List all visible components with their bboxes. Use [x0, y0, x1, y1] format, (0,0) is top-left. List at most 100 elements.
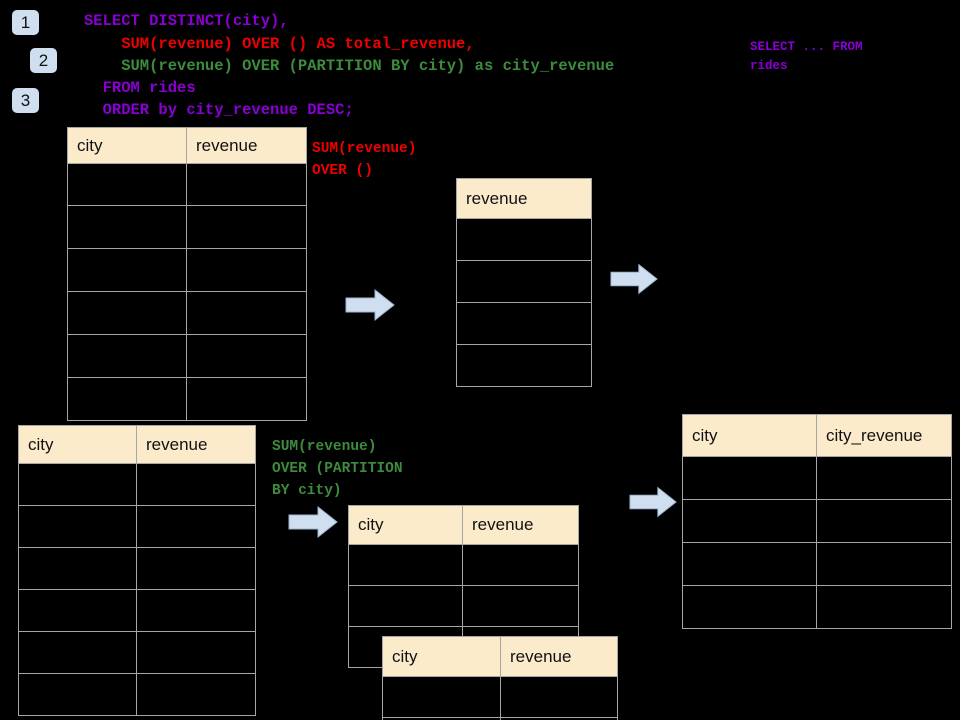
table-cell — [456, 218, 592, 261]
step-badge-1: 1 — [12, 10, 39, 35]
table-row — [67, 291, 307, 335]
table-cell — [67, 163, 187, 206]
table-cell — [816, 585, 952, 629]
table-cell — [186, 248, 307, 292]
table-cell — [136, 631, 256, 674]
table-cell — [348, 544, 463, 586]
annotation-city-revenue-line1: SUM(revenue) — [272, 439, 377, 455]
table-row — [682, 456, 952, 500]
table-header-row: city revenue — [382, 636, 618, 677]
table-cell — [456, 302, 592, 345]
table-row — [348, 585, 579, 627]
table-row — [67, 163, 307, 206]
table-cell — [18, 589, 137, 632]
table-header-row: city revenue — [348, 505, 579, 545]
final-result-table: city city_revenue — [682, 414, 952, 629]
table-cell — [67, 291, 187, 335]
table-cell — [67, 248, 187, 292]
table-row — [18, 631, 256, 674]
table-cell — [67, 334, 187, 378]
table-row — [348, 544, 579, 586]
table-cell — [18, 547, 137, 590]
table-row — [18, 547, 256, 590]
table-row — [456, 218, 592, 261]
table-cell — [682, 585, 817, 629]
table-cell — [382, 676, 501, 718]
table-row — [682, 542, 952, 586]
annotation-total-revenue-line1: SUM(revenue) — [312, 141, 417, 157]
table-cell — [18, 673, 137, 716]
table-cell — [682, 499, 817, 543]
sql-line-from-rides: FROM rides — [84, 79, 196, 97]
table-row — [18, 463, 256, 506]
table-row — [382, 717, 618, 720]
table-cell — [186, 291, 307, 335]
table-row — [456, 344, 592, 387]
partition-group-table-front: city revenue — [382, 636, 618, 720]
table-cell — [816, 542, 952, 586]
column-header-revenue: revenue — [456, 178, 592, 219]
table-cell — [136, 589, 256, 632]
arrow-partition-to-result — [629, 486, 677, 518]
table-cell — [682, 456, 817, 500]
table-row — [456, 302, 592, 345]
table-cell — [186, 163, 307, 206]
sql-line-total-revenue: SUM(revenue) OVER () AS total_revenue, — [84, 35, 475, 53]
table-row — [67, 248, 307, 292]
table-cell — [67, 205, 187, 249]
column-header-revenue: revenue — [136, 425, 256, 464]
total-revenue-table: revenue — [456, 178, 592, 387]
sql-line-order-by: ORDER by city_revenue DESC; — [84, 101, 354, 119]
table-cell — [816, 456, 952, 500]
table-cell — [462, 585, 579, 627]
table-cell — [186, 334, 307, 378]
table-cell — [18, 463, 137, 506]
arrow-source-to-partition — [288, 506, 338, 538]
column-header-city: city — [67, 127, 187, 164]
table-cell — [348, 585, 463, 627]
table-row — [67, 334, 307, 378]
column-header-revenue: revenue — [500, 636, 618, 677]
table-row — [67, 377, 307, 421]
table-cell — [186, 205, 307, 249]
table-row — [18, 589, 256, 632]
table-header-row: city revenue — [18, 425, 256, 464]
table-cell — [456, 344, 592, 387]
table-header-row: revenue — [456, 178, 592, 219]
table-cell — [462, 544, 579, 586]
column-header-city: city — [18, 425, 137, 464]
side-note-select-from: SELECT ... FROM — [750, 40, 863, 54]
table-cell — [816, 499, 952, 543]
table-cell — [67, 377, 187, 421]
table-header-row: city city_revenue — [682, 414, 952, 457]
arrow-source-to-total — [345, 289, 395, 321]
table-cell — [682, 542, 817, 586]
table-cell — [136, 505, 256, 548]
column-header-revenue: revenue — [186, 127, 307, 164]
table-row — [67, 205, 307, 249]
column-header-city: city — [348, 505, 463, 545]
table-row — [18, 673, 256, 716]
table-cell — [136, 463, 256, 506]
table-row — [18, 505, 256, 548]
table-row — [682, 499, 952, 543]
rides-source-table-top: city revenue — [67, 127, 307, 421]
table-cell — [136, 673, 256, 716]
column-header-city: city — [682, 414, 817, 457]
column-header-revenue: revenue — [462, 505, 579, 545]
rides-source-table-bottom: city revenue — [18, 425, 256, 716]
table-cell — [186, 377, 307, 421]
table-row — [456, 260, 592, 303]
table-cell — [18, 505, 137, 548]
table-cell — [18, 631, 137, 674]
column-header-city-revenue: city_revenue — [816, 414, 952, 457]
table-cell — [500, 717, 618, 720]
table-cell — [456, 260, 592, 303]
table-cell — [500, 676, 618, 718]
annotation-city-revenue-line3: BY city) — [272, 483, 342, 499]
side-note-rides: rides — [750, 59, 788, 73]
table-row — [682, 585, 952, 629]
table-header-row: city revenue — [67, 127, 307, 164]
annotation-city-revenue-line2: OVER (PARTITION — [272, 461, 403, 477]
